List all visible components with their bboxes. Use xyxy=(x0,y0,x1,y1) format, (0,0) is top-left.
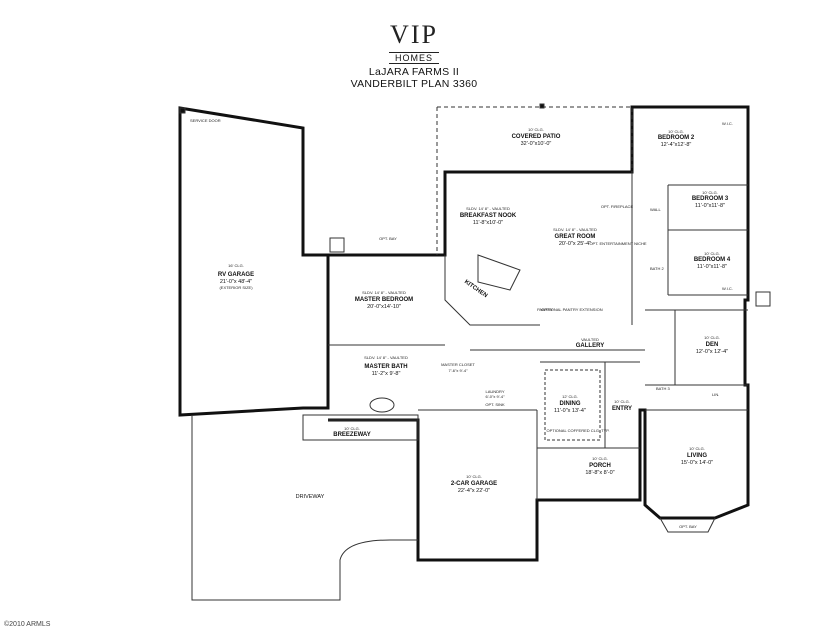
copyright-watermark: ©2010 ARMLS xyxy=(4,621,51,628)
wall-label: WALL xyxy=(650,207,662,212)
laundry-label: LAUNDRY xyxy=(485,389,504,394)
master-bath-ceiling: SLDV. 14' 8" - VAULTED xyxy=(364,355,408,360)
driveway-outline xyxy=(191,415,418,601)
wic-label: W.I.C. xyxy=(722,286,733,291)
master-bed-dim: 20'-0"x14'-10" xyxy=(367,304,401,310)
community-name: LaJARA FARMS II xyxy=(368,66,460,78)
covered-patio-outline xyxy=(437,106,633,172)
master-closet-dim: 7'-6"x 9'-4" xyxy=(448,368,468,373)
homes-logo-text: HOMES xyxy=(388,52,439,64)
opt-bay-label: OPT. BAY xyxy=(379,236,397,241)
wic-label: W.I.C. xyxy=(722,121,733,126)
breezeway-ceiling: 10' CLG. xyxy=(344,426,360,431)
living-label: LIVING xyxy=(687,453,707,459)
bed2-ceiling: 10' CLG. xyxy=(668,129,684,134)
opt-bay-west xyxy=(329,237,345,253)
living-dim: 15'-0"x 14'-0" xyxy=(681,460,713,466)
rv-garage-walls xyxy=(178,106,330,417)
master-bath-dim: 11'-2"x 9'-8" xyxy=(372,371,401,377)
rv-garage-dim: 21'-0"x 48'-4" xyxy=(220,279,252,285)
entertainment-label: OPT. ENTERTAINMENT NICHE xyxy=(589,241,646,246)
dining-coffered xyxy=(544,369,601,441)
breezeway-outline xyxy=(302,414,419,441)
porch-label: PORCH xyxy=(589,463,611,469)
master-closet-label: MASTER CLOSET xyxy=(441,362,475,367)
entry-ceiling: 10' CLG. xyxy=(614,399,630,404)
garage-label: 2-CAR GARAGE xyxy=(451,481,497,487)
great-room-ceiling: SLDV. 14' 8" - VAULTED xyxy=(553,227,597,232)
column xyxy=(179,107,186,114)
master-bath-label: MASTER BATH xyxy=(364,364,407,370)
rv-garage-note: (EXTERIOR SIZE) xyxy=(219,285,253,290)
opt-bay-label: OPT. BAY xyxy=(679,524,697,529)
bed4-ceiling: 10' CLG. xyxy=(704,251,720,256)
plan-name: VANDERBILT PLAN 3360 xyxy=(350,78,478,90)
bed4-label: BEDROOM 4 xyxy=(694,257,731,263)
rv-garage-label: RV GARAGE xyxy=(218,272,254,278)
bed3-ceiling: 10' CLG. xyxy=(702,190,718,195)
laundry-dim: 6'-0"x 9'-4" xyxy=(485,394,505,399)
bed2-dim: 12'-4"x12'-8" xyxy=(661,142,692,148)
pantry-extension-label: OPTIONAL PANTRY EXTENSION xyxy=(541,307,602,312)
great-room-label: GREAT ROOM xyxy=(555,234,596,240)
bath3-label: BATH 3 xyxy=(656,386,670,391)
entry-label: ENTRY xyxy=(612,406,632,412)
column xyxy=(539,103,545,109)
patio-label: COVERED PATIO xyxy=(512,134,561,140)
opt-bay-east xyxy=(755,291,771,307)
dining-label: DINING xyxy=(560,401,581,407)
master-bed-label: MASTER BEDROOM xyxy=(355,297,413,303)
nook-label: BREAKFAST NOOK xyxy=(460,213,517,219)
dining-dim: 11'-0"x 13'-4" xyxy=(554,408,586,414)
opt-bay-living xyxy=(659,517,716,533)
dining-ceiling: 12' CLG. xyxy=(562,394,578,399)
driveway-label: DRIVEWAY xyxy=(296,494,325,500)
wall-kitchen xyxy=(444,255,540,326)
breezeway-label: BREEZEWAY xyxy=(333,432,370,438)
rv-garage-ceiling: 16' CLG. xyxy=(228,263,244,268)
porch-dim: 18'-8"x 8'-0" xyxy=(585,470,614,476)
kitchen-island xyxy=(477,254,521,291)
master-tub xyxy=(369,397,395,413)
opt-sink-label: OPT. SINK xyxy=(485,402,505,407)
bed3-dim: 11'-0"x11'-8" xyxy=(695,203,725,209)
garage-ceiling: 10' CLG. xyxy=(466,474,482,479)
pantry-label: PANTRY xyxy=(537,307,553,312)
den-ceiling: 10' CLG. xyxy=(704,335,720,340)
bed4-dim: 11'-0"x11'-8" xyxy=(697,264,727,270)
fireplace-label: OPT. FIREPLACE xyxy=(601,204,634,209)
vip-logo: VIP xyxy=(390,20,438,49)
gallery-label: GALLERY xyxy=(576,343,604,349)
bed3-label: BEDROOM 3 xyxy=(692,196,729,202)
house-outer-walls xyxy=(328,105,750,562)
nook-dim: 11'-8"x10'-0" xyxy=(473,220,503,226)
linen-label: LIN. xyxy=(712,392,719,397)
living-ceiling: 10' CLG. xyxy=(689,446,705,451)
porch-ceiling: 10' CLG. xyxy=(592,456,608,461)
master-bed-ceiling: SLDV. 14' 8" - VAULTED xyxy=(362,290,406,295)
kitchen-label: KITCHEN xyxy=(463,279,488,299)
nook-ceiling: SLDV. 14' 8" - VAULTED xyxy=(466,206,510,211)
den-dim: 12'-0"x 12'-4" xyxy=(696,349,728,355)
garage-dim: 22'-4"x 22'-0" xyxy=(458,488,490,494)
service-door-label: SERVICE DOOR xyxy=(190,118,221,123)
den-label: DEN xyxy=(706,342,719,348)
patio-dim: 32'-0"x10'-0" xyxy=(521,141,552,147)
great-room-dim: 20'-0"x 25'-4" xyxy=(559,241,591,247)
plan-header: VIP HOMES LaJARA FARMS II VANDERBILT PLA… xyxy=(0,20,828,91)
patio-ceiling: 10' CLG. xyxy=(528,127,544,132)
bed2-label: BEDROOM 2 xyxy=(658,135,695,141)
bath2-label: BATH 2 xyxy=(650,266,664,271)
gallery-ceiling: VAULTED xyxy=(581,337,599,342)
coffered-label: OPTIONAL COFFERED CLG. TYP. xyxy=(546,428,609,433)
